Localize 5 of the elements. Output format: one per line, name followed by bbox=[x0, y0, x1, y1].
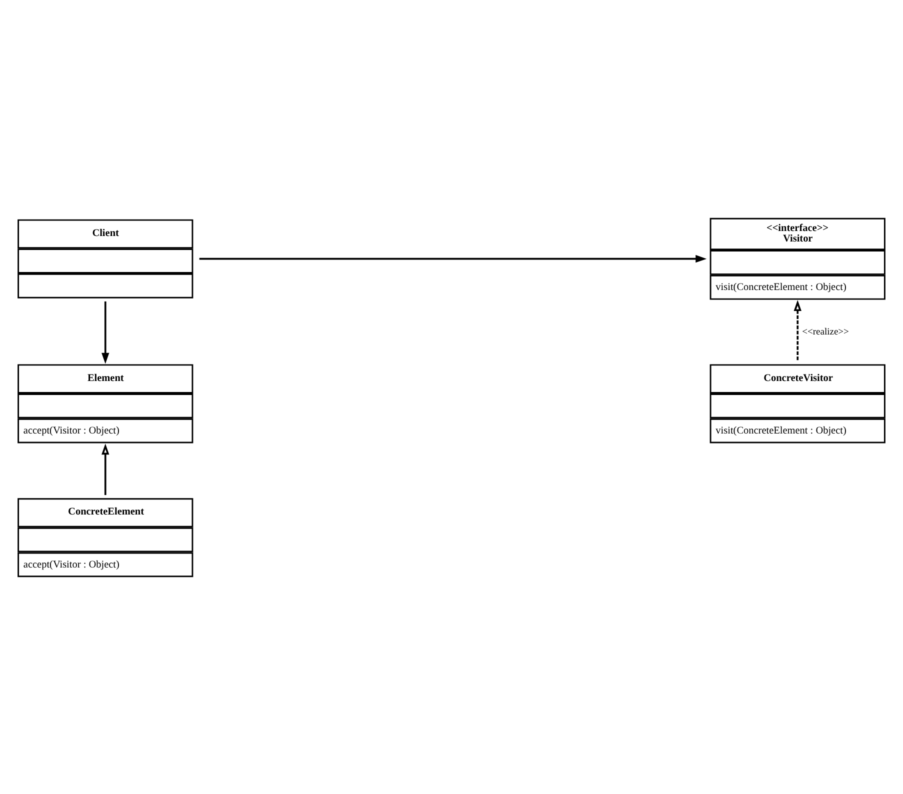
arrow bbox=[794, 300, 802, 361]
arrow bbox=[102, 443, 110, 495]
edge-label: <<realize>> bbox=[802, 326, 849, 337]
arrow bbox=[199, 254, 707, 262]
arrow bbox=[102, 300, 110, 364]
